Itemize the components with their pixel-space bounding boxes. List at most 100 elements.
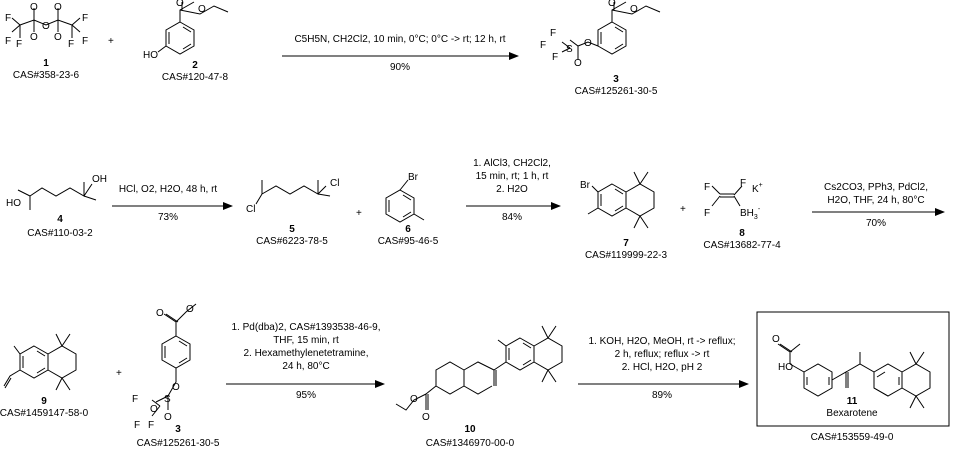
compound-cas: CAS#120-47-8 <box>162 72 229 83</box>
reaction-yield: 84% <box>502 212 522 223</box>
atom-f: F <box>132 394 138 405</box>
compound-number: 6 <box>405 224 411 235</box>
reaction-condition: C5H5N, CH2Cl2, 10 min, 0°C; 0°C -> rt; 1… <box>294 34 505 45</box>
atom-f: F <box>148 420 154 431</box>
atom-oh: OH <box>92 174 107 185</box>
plus-sign: + <box>116 368 122 379</box>
atom-o: O <box>30 32 38 43</box>
compound-number: 9 <box>41 396 47 407</box>
atom-f: F <box>704 208 710 219</box>
plus-sign: + <box>356 208 362 219</box>
atom-s: S <box>566 44 573 55</box>
plus-sign: + <box>680 204 686 215</box>
compound-6-structure: Br <box>385 172 425 223</box>
atom-o: O <box>410 394 418 405</box>
reaction-condition: 1. Pd(dba)2, CAS#1393538-46-9, <box>232 322 381 333</box>
atom-s: S <box>164 394 171 405</box>
reaction-condition: 2. HCl, H2O, pH 2 <box>622 362 703 373</box>
compound-number: 3 <box>175 424 181 435</box>
atom-o: O <box>150 404 158 415</box>
atom-o: O <box>176 0 184 9</box>
compound-11-structure: O HO <box>772 334 931 409</box>
atom-o: O <box>172 382 180 393</box>
reaction-condition: THF, 15 min, rt <box>273 335 339 346</box>
atom-f: F <box>552 52 558 63</box>
compound-number: 5 <box>289 224 295 235</box>
compound-8-structure: F F F BH3- K+ <box>704 178 763 221</box>
compound-3-structure: O O O S O O F F F <box>132 303 197 431</box>
atom-ho: HO <box>778 362 793 373</box>
reaction-condition: 2 h, reflux; reflux -> rt <box>615 349 710 360</box>
reaction-condition: 2. Hexamethylenetetramine, <box>243 348 368 359</box>
compound-number: 3 <box>613 74 619 85</box>
reaction-condition: Cs2CO3, PPh3, PdCl2, <box>824 182 928 193</box>
reaction-yield: 73% <box>158 212 178 223</box>
compound-cas: CAS#110-03-2 <box>27 228 93 239</box>
reaction-condition: 24 h, 80°C <box>282 361 329 372</box>
atom-f: F <box>550 28 556 39</box>
atom-o: O <box>164 412 172 423</box>
atom-o: O <box>422 412 430 423</box>
compound-cas: CAS#125261-30-5 <box>575 86 658 97</box>
atom-f: F <box>68 39 74 50</box>
atom-cl: Cl <box>246 204 255 215</box>
compound-number: 10 <box>464 424 476 435</box>
compound-cas: CAS#125261-30-5 <box>137 438 220 449</box>
atom-ho: HO <box>143 50 158 61</box>
reaction-yield: 89% <box>652 390 672 401</box>
compound-cas: CAS#358-23-6 <box>13 70 80 81</box>
atom-o: O <box>772 334 780 345</box>
reaction-yield: 95% <box>296 390 316 401</box>
atom-f: F <box>82 36 88 47</box>
atom-f: F <box>540 40 546 51</box>
atom-o: O <box>574 58 582 69</box>
atom-f: F <box>740 178 746 189</box>
atom-o: O <box>584 38 592 49</box>
compound-10-structure: O O <box>395 325 563 423</box>
reaction-yield: 90% <box>390 62 410 73</box>
compound-cas: CAS#13682-77-4 <box>703 240 781 251</box>
compound-1-structure: F F F O O O O O F F F <box>5 2 88 50</box>
atom-f: F <box>5 36 11 47</box>
atom-ho: HO <box>6 198 21 209</box>
compound-cas: CAS#153559-49-0 <box>811 432 894 443</box>
compound-9-structure <box>3 333 77 391</box>
atom-o: O <box>42 21 50 32</box>
atom-f: F <box>82 13 88 24</box>
atom-o: O <box>54 32 62 43</box>
atom-o: O <box>198 4 206 15</box>
atom-f: F <box>704 182 710 193</box>
atom-f: F <box>5 13 11 24</box>
atom-o: O <box>54 2 62 13</box>
atom-o: O <box>186 304 194 315</box>
compound-number: 4 <box>57 214 63 225</box>
atom-bh3: BH3- <box>740 206 761 221</box>
atom-o: O <box>630 4 638 15</box>
plus-sign: + <box>108 36 114 47</box>
compound-5-structure: Cl Cl <box>246 178 339 215</box>
atom-br: Br <box>580 180 591 191</box>
compound-number: 2 <box>192 60 198 71</box>
atom-cl: Cl <box>330 178 339 189</box>
atom-f: F <box>16 39 22 50</box>
atom-f: F <box>134 420 140 431</box>
compound-cas: CAS#1346970-00-0 <box>426 438 515 449</box>
reaction-condition: HCl, O2, H2O, 48 h, rt <box>119 184 218 195</box>
reaction-condition: 2. H2O <box>496 184 528 195</box>
reaction-condition: 15 min, rt; 1 h, rt <box>476 171 549 182</box>
compound-3-structure: O O O S O F F F <box>540 0 661 69</box>
reaction-condition: 1. KOH, H2O, MeOH, rt -> reflux; <box>589 336 736 347</box>
atom-o: O <box>608 0 616 9</box>
compound-name: Bexarotene <box>826 408 878 419</box>
compound-number: 1 <box>43 58 49 69</box>
product-box <box>756 311 950 427</box>
atom-k: K+ <box>752 182 763 195</box>
compound-cas: CAS#1459147-58-0 <box>0 408 89 419</box>
atom-br: Br <box>408 172 419 183</box>
compound-cas: CAS#6223-78-5 <box>256 236 328 247</box>
compound-number: 8 <box>739 228 745 239</box>
compound-cas: CAS#119999-22-3 <box>585 250 668 261</box>
compound-4-structure: HO OH <box>6 174 107 210</box>
compound-7-structure: Br <box>580 171 655 229</box>
